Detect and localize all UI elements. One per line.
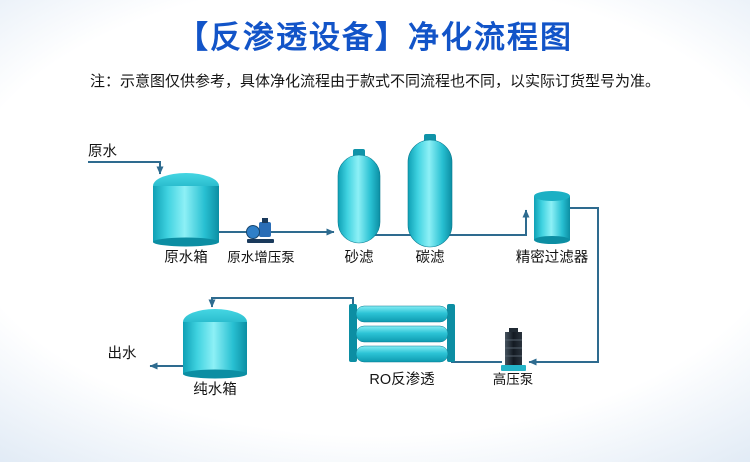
pure-water-tank-label: 纯水箱	[193, 381, 237, 398]
pipe-ro-to-puretank	[208, 297, 354, 310]
pipe-carbon-to-precision	[448, 209, 530, 236]
raw-water-label: 原水	[88, 143, 117, 160]
pipe-precision-to-hppump	[528, 207, 599, 366]
precision-filter: 精密过滤器	[516, 191, 589, 266]
booster-pump-label: 原水增压泵	[227, 250, 295, 265]
high-pressure-pump: 高压泵	[493, 328, 534, 387]
pure-water-tank: 纯水箱	[183, 309, 247, 398]
carbon-filter-label: 碳滤	[416, 249, 445, 266]
precision-filter-label: 精密过滤器	[516, 249, 589, 266]
disclaimer-note: 注：示意图仅供参考，具体净化流程由于款式不同流程也不同，以实际订货型号为准。	[89, 73, 660, 90]
sand-filter-label: 砂滤	[345, 249, 374, 266]
ro-unit: RO反渗透	[349, 304, 455, 388]
carbon-filter: 碳滤	[407, 134, 453, 266]
raw-water-tank-label: 原水箱	[164, 249, 208, 266]
sand-filter: 砂滤	[337, 149, 381, 266]
raw-water-tank: 原水箱	[153, 173, 219, 266]
high-pressure-pump-label: 高压泵	[493, 371, 534, 387]
ro-unit-label: RO反渗透	[369, 371, 435, 388]
pipe-raw-water-inlet	[88, 161, 164, 175]
booster-pump: 原水增压泵	[227, 218, 295, 265]
process-flow-diagram: 原水 原水箱 原水增压泵 砂滤 碳滤	[88, 134, 599, 398]
outlet-label: 出水	[108, 345, 137, 362]
page-title: 【反渗透设备】净化流程图	[177, 20, 573, 55]
